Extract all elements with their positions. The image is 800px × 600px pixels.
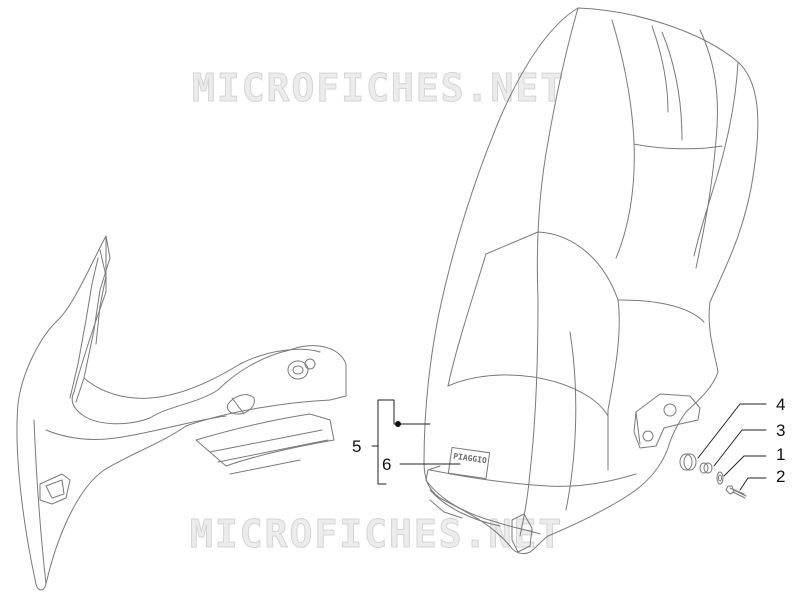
callout-3: 3 [776, 421, 786, 440]
front-shield [16, 235, 347, 591]
watermark-top: MICROFICHES.NET [191, 66, 566, 111]
callout-2: 2 [776, 467, 786, 486]
hardware [679, 453, 747, 499]
assembly-dot [395, 421, 401, 427]
washer [716, 471, 724, 485]
leader-lines [371, 399, 767, 491]
callout-4: 4 [776, 395, 786, 414]
callout-1: 1 [776, 445, 786, 464]
spacer [699, 462, 709, 474]
watermark-bottom: MICROFICHES.NET [189, 512, 564, 557]
front-mudguard [423, 7, 759, 555]
callout-6: 6 [382, 455, 392, 474]
callout-5: 5 [352, 437, 362, 456]
